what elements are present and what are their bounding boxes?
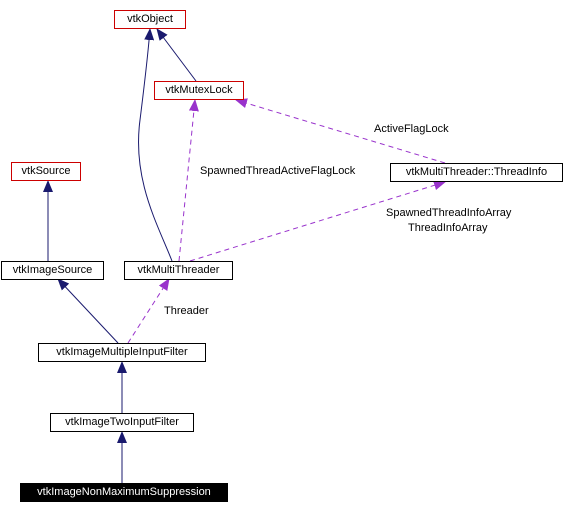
edge-multithreader-threadinfoarray bbox=[189, 180, 446, 262]
node-vtksource[interactable]: vtkSource bbox=[11, 162, 81, 181]
edge-label-spawnedthreadinfoarray: SpawnedThreadInfoArray bbox=[386, 207, 512, 219]
edge-threadinfo-activeflaglock bbox=[235, 98, 446, 164]
edge-label-spawnedthreadactiveflaglock: SpawnedThreadActiveFlagLock bbox=[200, 165, 356, 177]
node-vtkimagetwoinputfilter[interactable]: vtkImageTwoInputFilter bbox=[50, 413, 194, 432]
node-vtkmultithreader[interactable]: vtkMultiThreader bbox=[124, 261, 233, 280]
node-vtkobject[interactable]: vtkObject bbox=[114, 10, 186, 29]
node-vtkimagesource[interactable]: vtkImageSource bbox=[1, 261, 104, 280]
edge-mutexlock-to-object bbox=[156, 28, 197, 82]
edge-label-threadinfoarray: ThreadInfoArray bbox=[408, 222, 488, 234]
node-vtkmutexlock[interactable]: vtkMutexLock bbox=[154, 81, 244, 100]
edge-label-activeflaglock: ActiveFlagLock bbox=[374, 123, 449, 135]
edge-multipleinputfilter-to-imagesource bbox=[57, 278, 119, 344]
edge-label-threader: Threader bbox=[164, 305, 209, 317]
node-vtkimagenonmaximumsuppression: vtkImageNonMaximumSuppression bbox=[20, 483, 228, 502]
edge-multithreader-to-object bbox=[138, 28, 173, 262]
edge-multithreader-spawnedthreadactiveflaglock bbox=[178, 99, 199, 262]
edge-multipleinputfilter-threader bbox=[127, 278, 170, 344]
node-vtkimagemultipleinputfilter[interactable]: vtkImageMultipleInputFilter bbox=[38, 343, 206, 362]
node-vtkmultithreader-threadinfo[interactable]: vtkMultiThreader::ThreadInfo bbox=[390, 163, 563, 182]
